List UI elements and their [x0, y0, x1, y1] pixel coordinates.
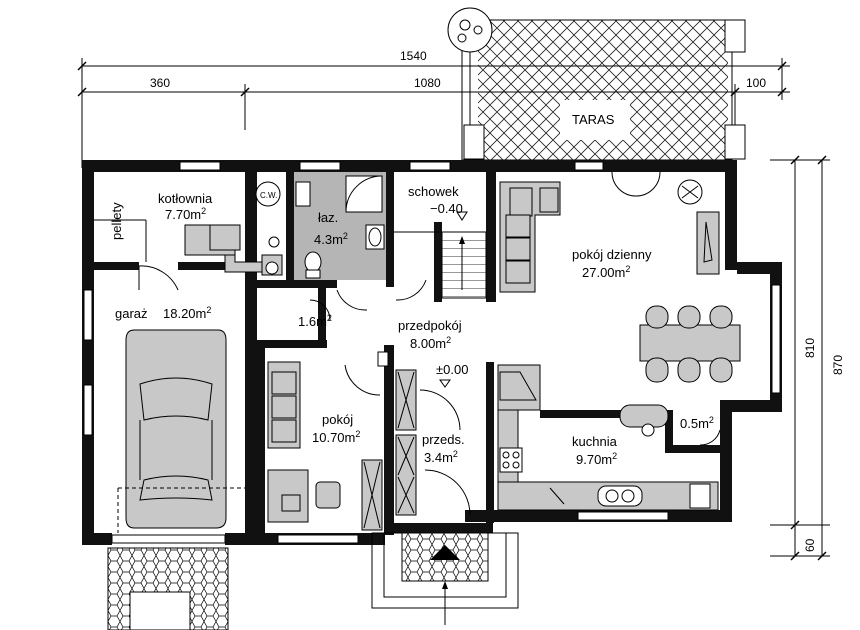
dim-middle-width: 1080	[414, 76, 441, 90]
label-przedpokoj: przedpokój	[398, 318, 462, 333]
windows	[83, 161, 781, 544]
area-garaz: 18.20m2	[163, 305, 211, 321]
dim-left-width: 360	[150, 76, 170, 90]
area-pokoj: 10.70m2	[312, 429, 360, 445]
label-cw: C.W.	[260, 191, 277, 200]
entrance-steps	[371, 532, 519, 625]
area-pokoj-dzienny: 27.00m2	[582, 264, 630, 280]
bathroom	[294, 172, 386, 280]
area-closet: 1.6m2	[298, 313, 332, 329]
level-schowek: −0.40	[430, 201, 463, 216]
dim-height-810: 810	[803, 338, 817, 358]
area-kuchnia: 9.70m2	[576, 451, 617, 467]
dim-bottom-60: 60	[803, 538, 817, 552]
dim-total-width: 1540	[400, 49, 427, 63]
driveway-paving	[107, 547, 229, 630]
area-spizarnia: 0.5m2	[680, 415, 714, 431]
label-taras: TARAS	[572, 112, 615, 127]
garage	[117, 329, 245, 533]
label-garaz: garaż	[115, 306, 148, 321]
area-kotlownia: 7.70m2	[165, 206, 206, 222]
hall-features	[377, 351, 451, 516]
terrace	[447, 7, 746, 161]
stairs	[394, 211, 487, 299]
label-laz: łaz.	[318, 210, 338, 225]
area-przedpokoj: 8.00m2	[410, 335, 451, 351]
dim-right-offset: 100	[746, 76, 766, 90]
label-schowek: schowek	[408, 184, 459, 199]
living-room-furniture	[499, 179, 741, 383]
label-pokoj-dzienny: pokój dzienny	[572, 247, 652, 262]
level-entry: ±0.00	[436, 362, 468, 377]
kitchen	[497, 364, 719, 511]
boiler-room-equipment	[94, 181, 283, 276]
label-przeds: przeds.	[422, 432, 465, 447]
label-kotlownia: kotłownia	[158, 191, 213, 206]
area-laz: 4.3m2	[314, 231, 348, 247]
area-przeds: 3.4m2	[424, 449, 458, 465]
label-pellety: pellety	[109, 202, 124, 240]
label-pokoj: pokój	[322, 412, 353, 427]
label-kuchnia: kuchnia	[572, 434, 618, 449]
doors	[138, 171, 721, 516]
room-furniture	[267, 361, 383, 531]
dim-height-870: 870	[831, 355, 845, 375]
